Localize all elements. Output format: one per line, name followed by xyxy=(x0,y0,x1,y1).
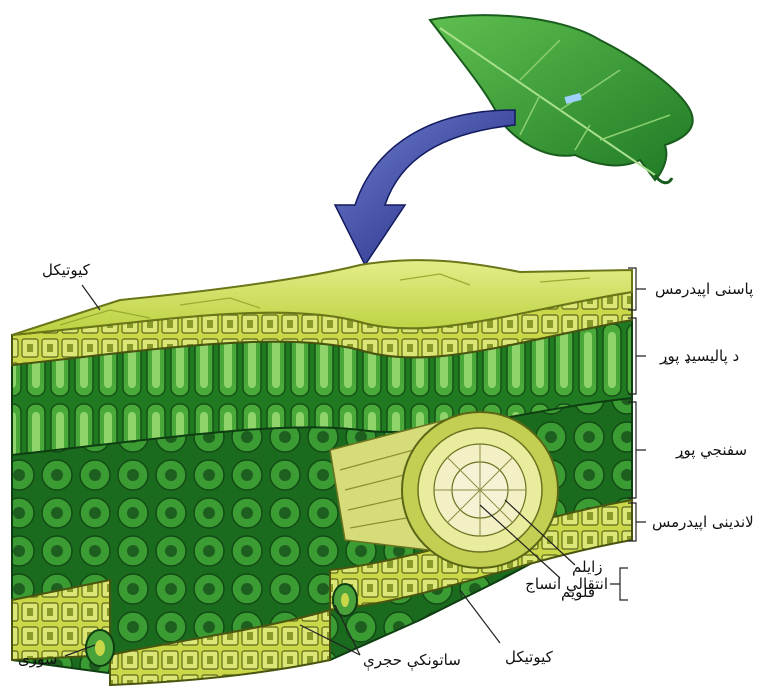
label-guard-cells: ساتونکې حجرې xyxy=(363,653,461,668)
label-palisade: د پالیسیډ پوړ xyxy=(660,349,739,364)
label-xylem: زایلم xyxy=(572,560,603,575)
label-phloem: فلویم xyxy=(561,585,595,600)
leaf-icon xyxy=(430,15,693,183)
tissue-block xyxy=(12,260,632,685)
arrow-icon xyxy=(335,110,515,265)
label-stoma: سورى xyxy=(18,652,57,667)
label-lower-epidermis: لاندینی اپیدرمس xyxy=(652,515,754,530)
label-spongy: سفنجي پوړ xyxy=(676,443,747,458)
label-cuticle-top: کیوتیکل xyxy=(42,263,90,278)
label-cuticle-bottom: کیوتیکل xyxy=(505,650,553,665)
label-upper-epidermis: پاسنی اپیدرمس xyxy=(655,282,753,297)
